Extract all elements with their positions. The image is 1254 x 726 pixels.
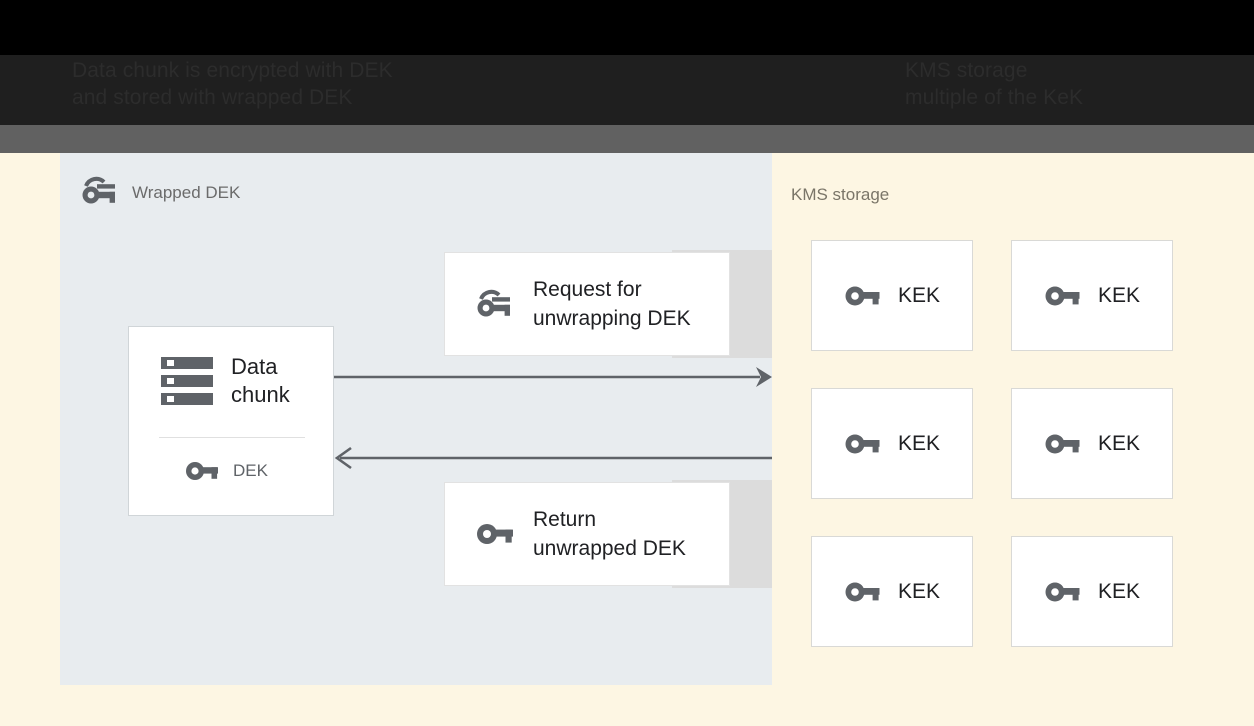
key-icon — [844, 283, 882, 309]
key-icon — [844, 431, 882, 457]
key-icon — [1044, 283, 1082, 309]
top-black-band — [0, 0, 1254, 55]
key-icon — [475, 520, 515, 548]
kek-label: KEK — [897, 579, 941, 603]
kek-grid: KEK KEK KEK — [811, 240, 1173, 647]
return-card[interactable]: Return unwrapped DEK — [444, 482, 730, 586]
wrapped-key-icon — [475, 287, 515, 321]
request-card-label: Request for unwrapping DEK — [533, 278, 691, 330]
kek-box[interactable]: KEK — [811, 240, 973, 351]
headline-left: Data chunk is encrypted with DEK and sto… — [72, 59, 393, 109]
headline-band: Data chunk is encrypted with DEK and sto… — [0, 55, 1254, 125]
key-icon — [1044, 579, 1082, 605]
kek-box[interactable]: KEK — [1011, 240, 1173, 351]
data-chunk-divider — [159, 437, 305, 438]
key-icon — [1044, 431, 1082, 457]
kek-label: KEK — [1097, 283, 1141, 307]
kek-box[interactable]: KEK — [811, 388, 973, 499]
kms-storage-title: KMS storage — [791, 185, 890, 204]
data-chunk-label: Data chunk — [231, 354, 290, 407]
kek-label: KEK — [1097, 431, 1141, 455]
data-chunk-dek-row: DEK — [129, 459, 333, 483]
return-card-label: Return unwrapped DEK — [533, 508, 686, 560]
kek-box[interactable]: KEK — [811, 536, 973, 647]
kek-label: KEK — [897, 431, 941, 455]
kek-label: KEK — [897, 283, 941, 307]
kek-box[interactable]: KEK — [1011, 536, 1173, 647]
headline-right: KMS storage multiple of the KeK — [905, 59, 1084, 109]
kek-label: KEK — [1097, 579, 1141, 603]
client-panel-title: Wrapped DEK — [132, 183, 241, 202]
wrapped-key-icon — [80, 175, 120, 207]
key-icon — [185, 459, 219, 483]
request-card[interactable]: Request for unwrapping DEK — [444, 252, 730, 356]
data-chunk-header: Data chunk — [129, 353, 333, 409]
data-chunk-card[interactable]: Data chunk DEK — [128, 326, 334, 516]
kek-box[interactable]: KEK — [1011, 388, 1173, 499]
dek-label: DEK — [233, 461, 268, 480]
grey-band — [0, 125, 1254, 153]
key-icon — [844, 579, 882, 605]
data-chunk-icon — [159, 355, 215, 407]
